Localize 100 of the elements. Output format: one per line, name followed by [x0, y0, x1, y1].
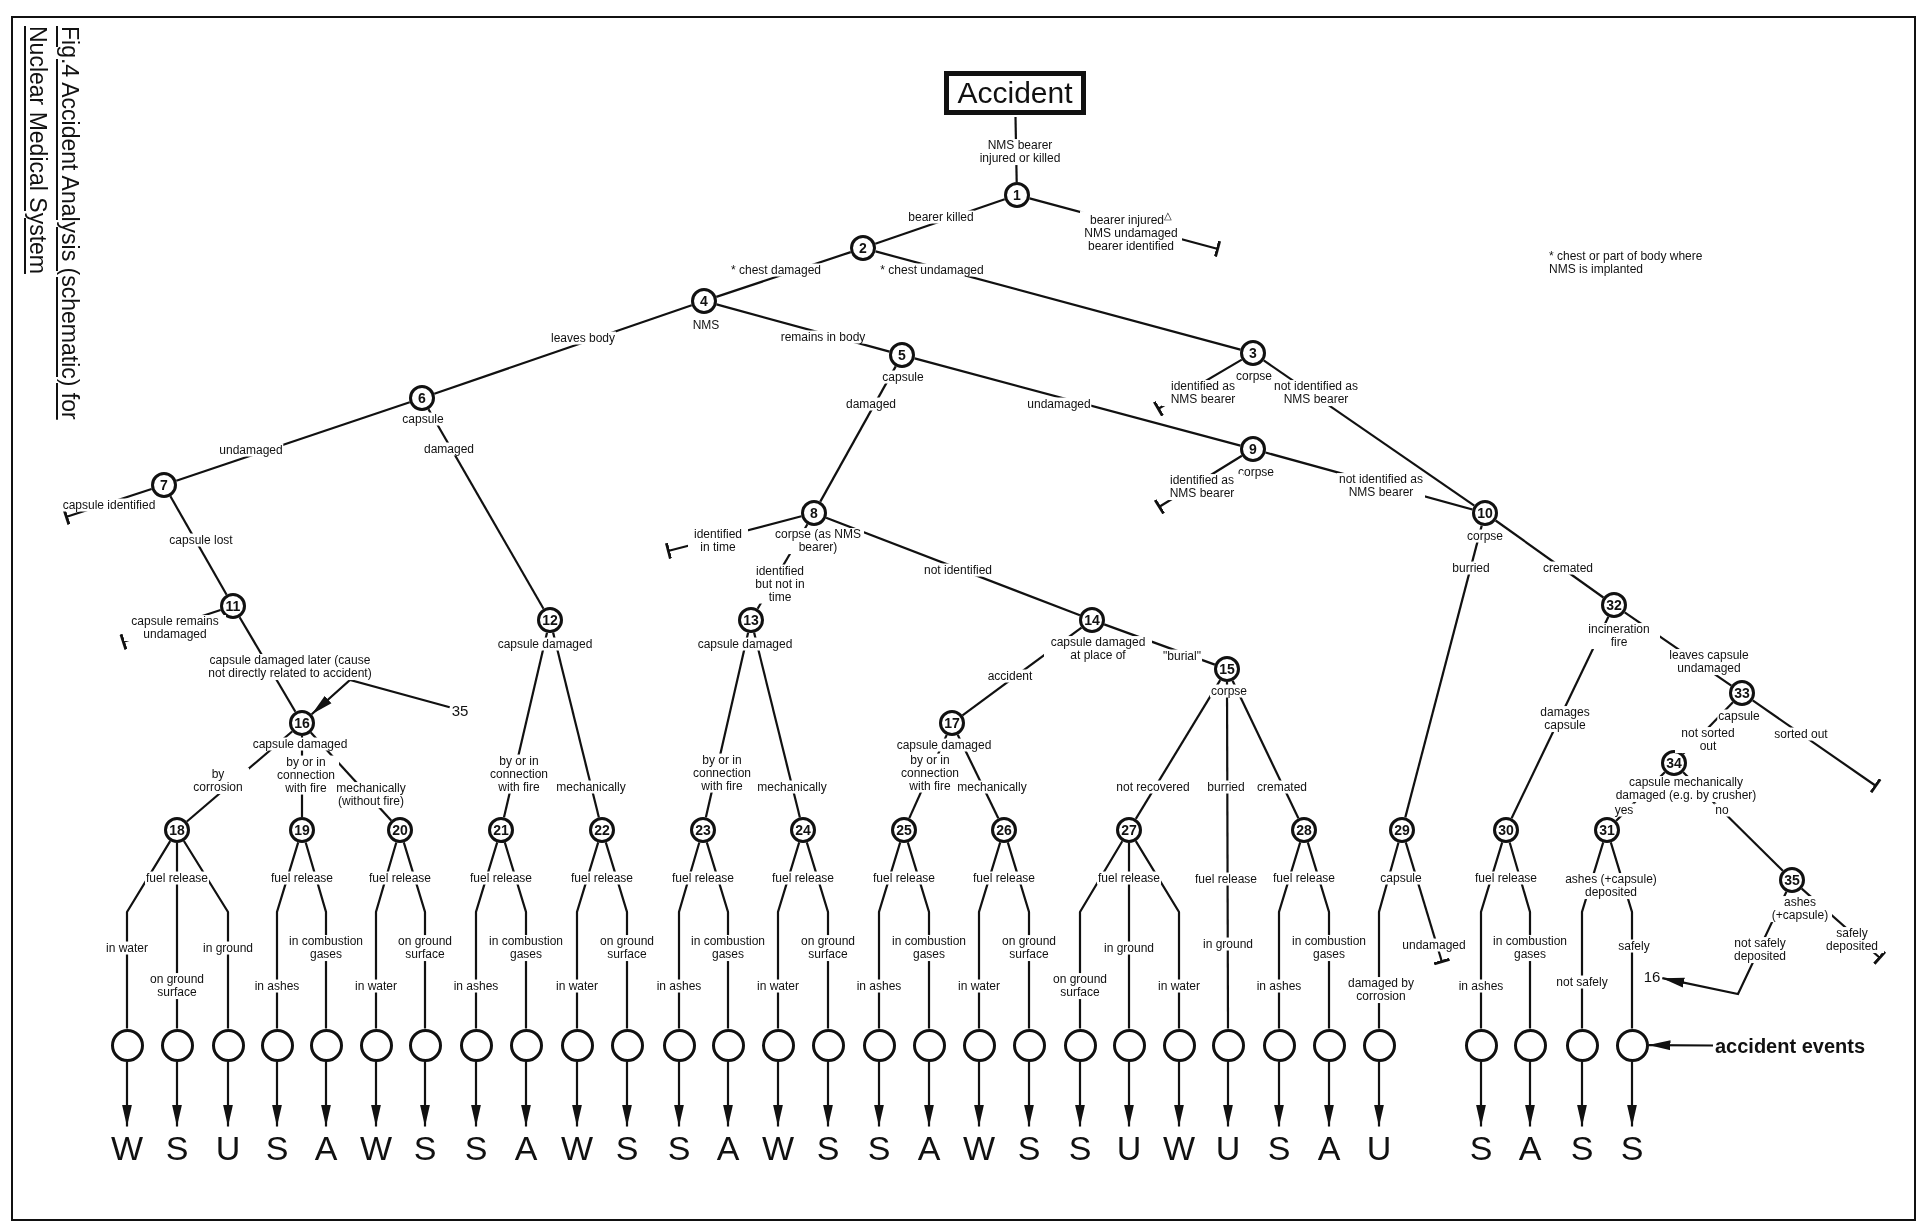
event-circle — [509, 1028, 543, 1062]
edge-label: undamaged — [218, 443, 284, 457]
numbered-circle: 27 — [1116, 817, 1142, 843]
outcome-letter: A — [917, 1128, 941, 1168]
node-caption: fuel release — [368, 871, 432, 885]
edge-label: in water — [1157, 979, 1201, 993]
node-caption: corpse — [1210, 684, 1248, 698]
numbered-circle: 20 — [387, 817, 413, 843]
node-caption: corpse — [1466, 529, 1504, 543]
outcome-letter: S — [867, 1128, 891, 1168]
node-caption: fuel release — [145, 871, 209, 885]
edge-label: in water — [555, 979, 599, 993]
edge-label: leaves body — [550, 331, 616, 345]
event-circle — [560, 1028, 594, 1062]
event-circle — [711, 1028, 745, 1062]
edge-label: capsule remains undamaged — [124, 615, 226, 641]
arrow — [321, 1061, 331, 1127]
connector-line — [753, 632, 801, 818]
edge-label: in ashes — [253, 979, 301, 993]
annotation-text: accident events — [1714, 1034, 1866, 1058]
event-circle — [211, 1028, 245, 1062]
connector-line — [427, 408, 545, 610]
connector-line — [169, 495, 228, 596]
outcome-letter: U — [215, 1128, 241, 1168]
arrow — [471, 1061, 481, 1127]
arrow — [223, 1061, 233, 1127]
numbered-circle: 5 — [889, 342, 915, 368]
connector-line — [182, 840, 230, 1029]
edge-label: in ashes — [655, 979, 703, 993]
outcome-letter: S — [1267, 1128, 1291, 1168]
numbered-circle: 1 — [1004, 182, 1030, 208]
edge-label: not identified as NMS bearer — [1272, 380, 1360, 406]
edge-label: in ground — [1103, 941, 1155, 955]
node-caption: capsule — [401, 412, 445, 426]
arrow — [924, 1061, 934, 1127]
edge-label: mechanically — [555, 780, 627, 794]
node-caption: fuel release — [1272, 871, 1336, 885]
numbered-circle: 19 — [289, 817, 315, 843]
edge-label: burried — [1451, 561, 1491, 575]
event-circle — [408, 1028, 442, 1062]
outcome-letter: W — [1162, 1128, 1196, 1168]
arrow — [674, 1061, 684, 1127]
numbered-circle: 14 — [1079, 607, 1105, 633]
event-circle — [1112, 1028, 1146, 1062]
line-label: in ground — [1202, 937, 1254, 951]
figure-title: Fig.4 Accident Analysis (schematic) for Nuclear Medical System — [24, 26, 84, 422]
node-caption: NMS — [691, 318, 721, 332]
node-caption: fuel release — [771, 871, 835, 885]
node-caption: corpse (as NMS bearer) — [772, 528, 864, 554]
connector-line — [1225, 682, 1230, 1029]
outcome-letter: S — [1017, 1128, 1041, 1168]
numbered-circle: 21 — [488, 817, 514, 843]
numbered-circle: 11 — [220, 593, 246, 619]
node-caption: fuel release — [270, 871, 334, 885]
connector-line — [1127, 843, 1131, 1029]
edge-label: mechanically — [956, 780, 1028, 794]
event-circle — [110, 1028, 144, 1062]
outcome-letter: A — [716, 1128, 740, 1168]
numbered-circle: 33 — [1729, 680, 1755, 706]
event-circle — [912, 1028, 946, 1062]
numbered-circle: 30 — [1493, 817, 1519, 843]
edge-label: undamaged — [1026, 397, 1092, 411]
edge-label: identified but not in time — [753, 564, 807, 604]
numbered-circle: 28 — [1291, 817, 1317, 843]
connector-line — [1404, 525, 1483, 818]
edge-label: in ashes — [452, 979, 500, 993]
arrow — [1024, 1061, 1034, 1127]
node-caption: fuel release — [1474, 871, 1538, 885]
outcome-letter: S — [464, 1128, 488, 1168]
arrow — [1223, 1061, 1233, 1127]
numbered-circle: 13 — [738, 607, 764, 633]
event-circle — [1063, 1028, 1097, 1062]
edge-label: not identified as NMS bearer — [1337, 473, 1425, 499]
event-circle — [1615, 1028, 1649, 1062]
arrow — [1075, 1061, 1085, 1127]
event-circle — [459, 1028, 493, 1062]
node-caption: capsule damaged — [496, 637, 594, 651]
arrow — [823, 1061, 833, 1127]
outcome-letter: W — [359, 1128, 393, 1168]
node-caption: capsule damaged — [696, 637, 794, 651]
numbered-circle: 17 — [939, 710, 965, 736]
connector-line — [1277, 842, 1302, 1029]
outcome-letter: A — [314, 1128, 338, 1168]
event-circle — [309, 1028, 343, 1062]
arrow — [974, 1061, 984, 1127]
node-caption: capsule damaged — [251, 737, 349, 751]
edge-label: in ground — [202, 941, 254, 955]
edge-label: in water — [354, 979, 398, 993]
event-circle — [1211, 1028, 1245, 1062]
numbered-circle: 7 — [151, 472, 177, 498]
event-circle — [1312, 1028, 1346, 1062]
arrow — [1525, 1061, 1535, 1127]
edge-label: in ashes — [1255, 979, 1303, 993]
edge-label: cremated — [1256, 780, 1308, 794]
edge-label: accident — [986, 669, 1034, 683]
numbered-circle: 25 — [891, 817, 917, 843]
arrow — [874, 1061, 884, 1127]
node-caption: capsule — [1379, 871, 1423, 885]
numbered-circle: 18 — [164, 817, 190, 843]
arrow — [572, 1061, 582, 1127]
